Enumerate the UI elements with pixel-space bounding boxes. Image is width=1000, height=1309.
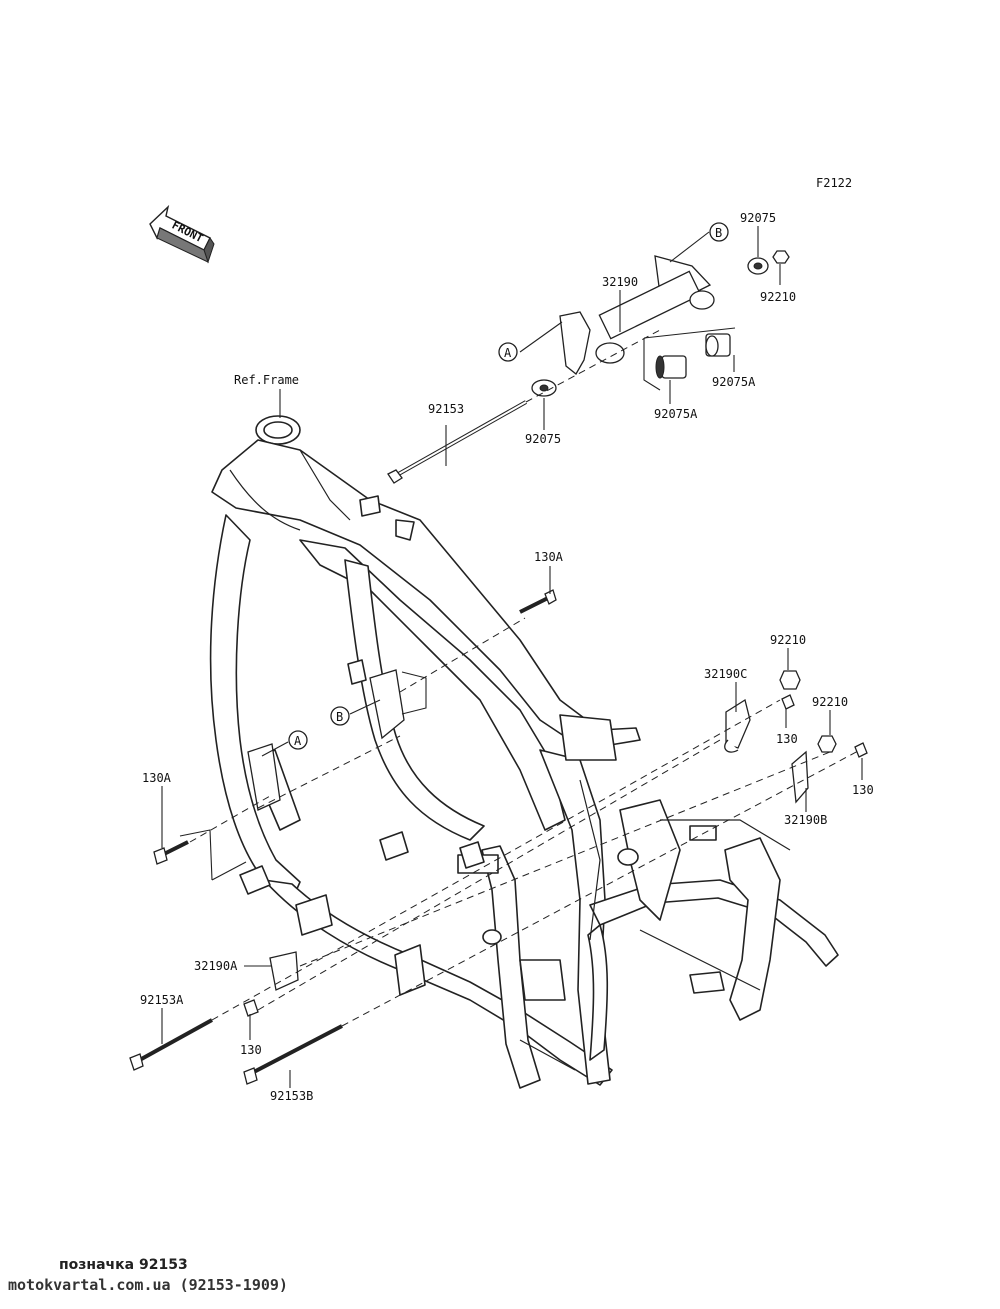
part-label-92153a: 92153A <box>140 993 184 1007</box>
frame-mount-tabs <box>247 669 405 811</box>
circle-marker-a-left <box>288 730 308 750</box>
front-arrow-icon: FRONT <box>149 204 215 264</box>
part-label-130-low: 130 <box>240 1043 262 1057</box>
leader-lines <box>161 226 863 1088</box>
caption-text: позначка 92153 <box>59 1257 188 1273</box>
circle-a-top-label: A <box>504 346 512 360</box>
alignment-lines <box>189 329 861 1027</box>
circle-b-left-label: B <box>336 710 343 724</box>
circle-markers: A B A B <box>288 222 729 750</box>
circle-b-top-label: B <box>715 226 722 240</box>
part-label-32190a: 32190A <box>194 959 238 973</box>
part-label-92153b: 92153B <box>270 1089 313 1103</box>
part-labels: F2122 Ref.Frame 92075 92210 32190 92075A… <box>140 176 874 1103</box>
part-label-32190c: 32190C <box>704 667 747 681</box>
part-label-92075a-mid: 92075A <box>654 407 698 421</box>
part-label-130a-left: 130A <box>142 771 172 785</box>
part-label-130a-top: 130A <box>534 550 564 564</box>
part-label-130-r1: 130 <box>776 732 798 746</box>
part-label-32190b: 32190B <box>784 813 827 827</box>
mount-brackets <box>269 698 809 991</box>
upper-mount-assembly <box>531 250 790 397</box>
circle-a-left-label: A <box>294 734 302 748</box>
part-label-92210-top: 92210 <box>760 290 796 304</box>
bolts <box>129 400 868 1085</box>
part-label-92075-top: 92075 <box>740 211 776 225</box>
part-label-92075a-right: 92075A <box>712 375 756 389</box>
source-text: motokvartal.com.ua (92153-1909) <box>8 1276 288 1294</box>
part-label-92153: 92153 <box>428 402 464 416</box>
part-label-92210-r2: 92210 <box>812 695 848 709</box>
ref-frame-label: Ref.Frame <box>234 373 299 387</box>
circle-marker-b-top <box>709 222 729 242</box>
circle-marker-a-top <box>498 342 518 362</box>
figure-code-label: F2122 <box>816 176 852 190</box>
part-label-32190: 32190 <box>602 275 638 289</box>
part-label-92075-low: 92075 <box>525 432 561 446</box>
circle-marker-b-left <box>330 706 350 726</box>
motorcycle-frame <box>209 415 839 1089</box>
part-label-92210-r1: 92210 <box>770 633 806 647</box>
part-label-130-r2: 130 <box>852 783 874 797</box>
